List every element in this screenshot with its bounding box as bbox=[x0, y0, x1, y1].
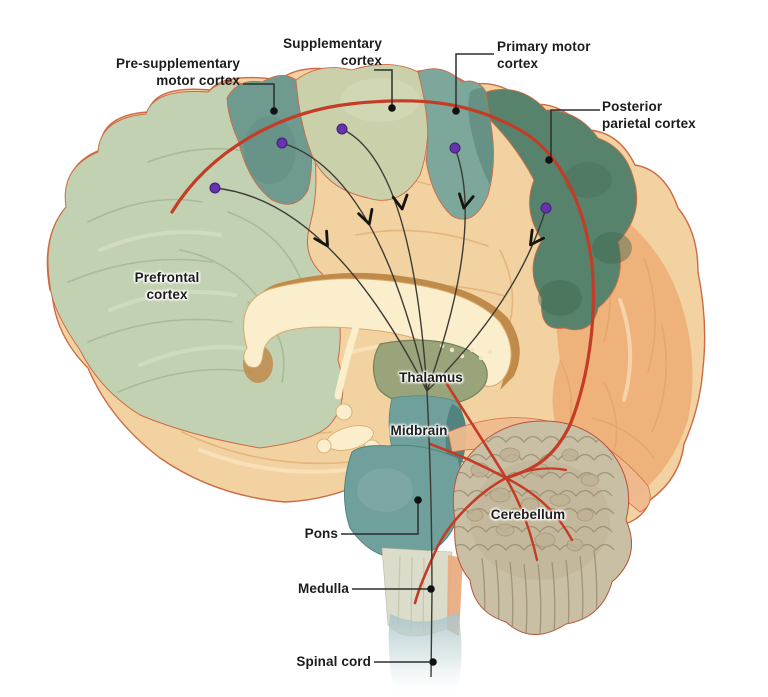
label-primary-motor-cortex: Primary motor cortex bbox=[497, 38, 627, 72]
label-line: Supplementary bbox=[283, 36, 382, 51]
pons-highlight bbox=[357, 468, 413, 512]
prefrontal-gyri-highlights bbox=[98, 230, 257, 367]
posterior-parietal-cortex-region bbox=[485, 88, 638, 331]
posterior-parietal-shading bbox=[538, 162, 632, 316]
leader-pre-sma bbox=[243, 83, 275, 108]
red-branch-to-midbrain bbox=[428, 442, 508, 480]
label-line: Prefrontal bbox=[134, 270, 200, 285]
label-line: cortex bbox=[497, 56, 539, 71]
spinal-cord-region bbox=[388, 612, 462, 692]
leader-dot-pre-sma bbox=[270, 107, 278, 115]
thalamus-speckles bbox=[439, 343, 493, 361]
prefrontal-gyri-texture bbox=[67, 147, 303, 393]
label-cerebellum: Cerebellum bbox=[490, 507, 566, 522]
leader-dot-spinal-cord bbox=[429, 658, 437, 666]
label-pons: Pons bbox=[304, 526, 338, 541]
arrowhead-5 bbox=[529, 228, 546, 247]
purple-dot-pre-sma bbox=[276, 137, 288, 149]
label-posterior-parietal-cortex: Posterior parietal cortex bbox=[602, 98, 747, 132]
leader-pons bbox=[341, 503, 419, 535]
pathway-descending-spinal bbox=[426, 390, 433, 678]
purple-dot-sma bbox=[336, 123, 348, 135]
cortical-origin-dots bbox=[209, 123, 552, 214]
leader-endpoint-dots bbox=[270, 104, 553, 666]
label-spinal-cord: Spinal cord bbox=[296, 654, 371, 669]
purple-dot-posterior-parietal bbox=[540, 202, 552, 214]
label-prefrontal-cortex: Prefrontal cortex bbox=[97, 269, 237, 303]
arrowhead-2 bbox=[357, 208, 374, 226]
red-branch-to-medulla bbox=[413, 476, 508, 605]
label-line: parietal cortex bbox=[602, 116, 696, 131]
leader-primary-motor bbox=[455, 53, 494, 108]
leader-supplementary bbox=[374, 69, 393, 105]
arrowhead-3 bbox=[391, 193, 409, 211]
label-line: Posterior bbox=[602, 99, 663, 114]
label-line: Primary motor bbox=[497, 39, 591, 54]
arrowhead-1 bbox=[313, 229, 329, 248]
medulla-striations bbox=[397, 555, 425, 633]
red-branch-cerebellum-3 bbox=[504, 467, 568, 480]
label-line: motor cortex bbox=[156, 73, 240, 88]
red-branch-cerebellum-2 bbox=[504, 476, 574, 542]
label-line: Pre-supplementary bbox=[116, 56, 240, 71]
red-branch-to-thalamus bbox=[440, 374, 508, 480]
label-line: cortex bbox=[146, 287, 188, 302]
pathway-from-sma bbox=[341, 128, 428, 392]
purple-dot-prefrontal bbox=[209, 182, 221, 194]
label-medulla: Medulla bbox=[298, 581, 349, 596]
leader-posterior-parietal bbox=[550, 109, 600, 157]
pathway-from-primary-motor bbox=[426, 147, 466, 392]
pre-supplementary-motor-cortex-region bbox=[226, 75, 312, 205]
purple-dot-primary-motor bbox=[449, 142, 461, 154]
label-thalamus: Thalamus bbox=[399, 370, 463, 385]
red-arc-main bbox=[170, 99, 595, 480]
leader-dot-medulla bbox=[427, 585, 435, 593]
pathway-arrowheads bbox=[313, 192, 546, 248]
label-line: cortex bbox=[340, 53, 382, 68]
arrowhead-4 bbox=[458, 192, 475, 210]
leader-dot-posterior-parietal bbox=[545, 156, 553, 164]
label-supplementary-cortex: Supplementary cortex bbox=[230, 35, 382, 69]
leader-dot-pons bbox=[414, 496, 422, 504]
pathway-from-posterior-parietal bbox=[426, 207, 547, 392]
cerebellum-folia-texture bbox=[453, 435, 615, 635]
label-midbrain: Midbrain bbox=[390, 423, 448, 438]
red-branch-cerebellum-1 bbox=[504, 476, 539, 562]
label-pre-supplementary-motor-cortex: Pre-supplementary motor cortex bbox=[58, 55, 240, 89]
fornix bbox=[334, 323, 360, 400]
leader-lines bbox=[243, 53, 600, 663]
red-pathway-loop bbox=[170, 99, 595, 605]
leader-dot-supplementary bbox=[388, 104, 396, 112]
leader-dot-primary-motor bbox=[452, 107, 460, 115]
